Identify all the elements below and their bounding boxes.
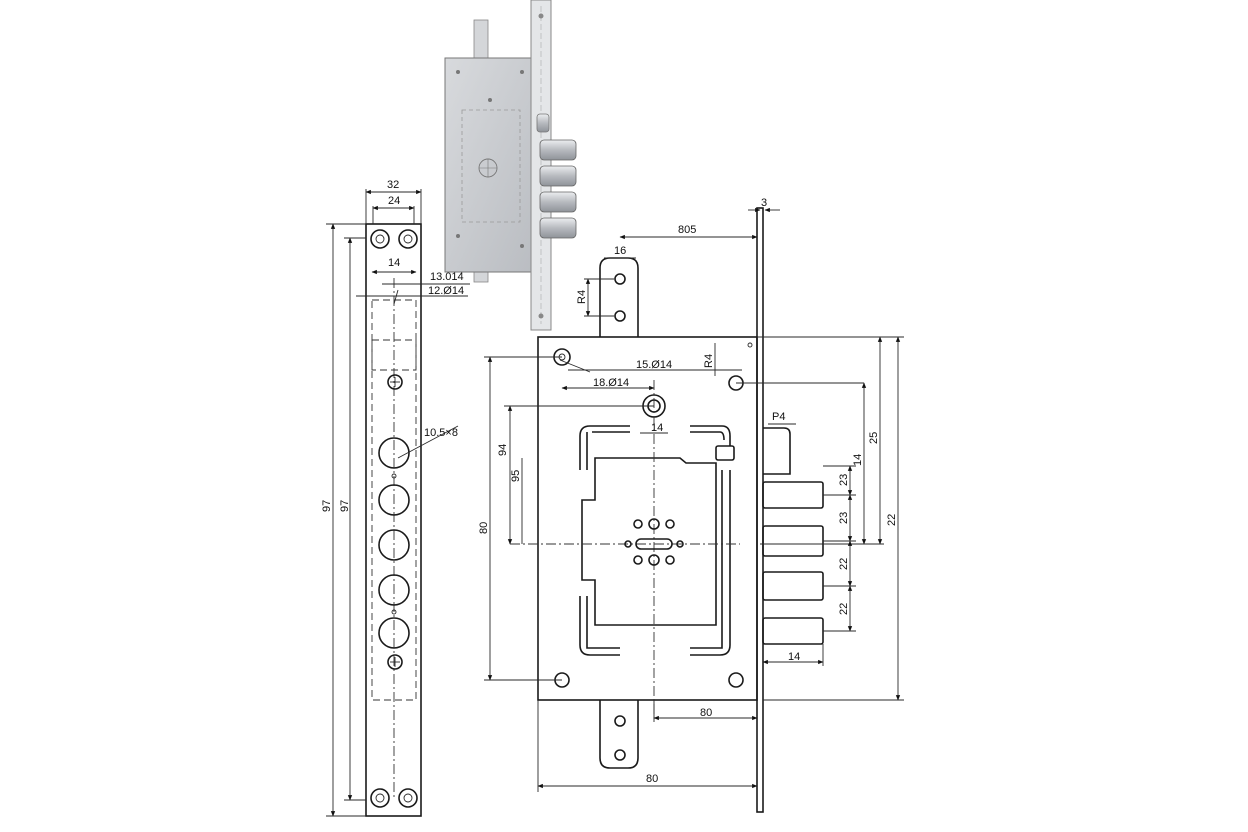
dim-bolt-23a: 23 bbox=[838, 474, 850, 486]
lock-3d-render bbox=[444, 0, 577, 331]
dim-bolt-22b: 22 bbox=[838, 603, 850, 615]
faceplate-bolt-hole-1 bbox=[378, 484, 410, 516]
dim-hole-15: 15.Ø14 bbox=[636, 359, 672, 371]
dim-backset-805: 805 bbox=[678, 224, 696, 236]
dim-faceplate-10: 10.5×8 bbox=[424, 427, 458, 439]
dim-bottom-total-80: 80 bbox=[646, 773, 658, 785]
faceplate-bolt-hole-4 bbox=[378, 617, 410, 649]
dim-left-94: 94 bbox=[497, 444, 509, 456]
dead-bolt-1 bbox=[762, 481, 824, 509]
forend-plate bbox=[756, 207, 764, 813]
dim-bottom-80: 80 bbox=[700, 707, 712, 719]
faceplate-cross-screw-bottom bbox=[387, 654, 403, 670]
dim-faceplate-24: 24 bbox=[388, 195, 400, 207]
dim-left-95: 95 bbox=[510, 470, 522, 482]
faceplate-screw-bl bbox=[370, 788, 390, 808]
dim-faceplate-32: 32 bbox=[387, 179, 399, 191]
dim-bolt-throw-14: 14 bbox=[788, 651, 800, 663]
dim-faceplate-14: 14 bbox=[388, 257, 400, 269]
dim-faceplate-97-outer: 97 bbox=[321, 500, 333, 512]
latch-bolt bbox=[763, 427, 791, 475]
lock-body-side-view: 3 805 16 R4 R4 15.Ø14 18.Ø14 14 94 95 80… bbox=[478, 197, 904, 813]
faceplate-front-view: 32 24 14 13.014 12.Ø14 10.5×8 97 97 bbox=[321, 179, 470, 817]
dim-faceplate-13: 13.014 bbox=[430, 271, 464, 283]
bottom-bracket bbox=[599, 700, 639, 769]
cylinder-hole-pattern bbox=[624, 518, 684, 566]
dim-right-14: 14 bbox=[852, 454, 864, 466]
faceplate-screw-tl bbox=[370, 229, 390, 249]
dim-left-80: 80 bbox=[478, 522, 490, 534]
dim-bracket-16: 16 bbox=[614, 245, 626, 257]
dim-hole-18: 18.Ø14 bbox=[593, 377, 629, 389]
cylinder-cutout bbox=[581, 457, 717, 626]
dim-r4-top: R4 bbox=[703, 354, 715, 368]
dead-bolt-4 bbox=[762, 617, 824, 645]
dead-bolt-2 bbox=[762, 525, 824, 557]
faceplate-cross-screw-top bbox=[387, 374, 403, 390]
dim-faceplate-97-inner: 97 bbox=[339, 500, 351, 512]
dim-forend-3: 3 bbox=[761, 197, 767, 209]
dim-r4-bracket: R4 bbox=[576, 290, 588, 304]
dim-bolt-23b: 23 bbox=[838, 512, 850, 524]
dim-right-22-total: 22 bbox=[886, 514, 898, 526]
dim-bolt-22a: 22 bbox=[838, 558, 850, 570]
faceplate-bolt-hole-3 bbox=[378, 574, 410, 606]
faceplate-screw-br bbox=[398, 788, 418, 808]
dim-latch-p4: P4 bbox=[772, 411, 785, 423]
dim-faceplate-12: 12.Ø14 bbox=[428, 285, 464, 297]
lock-case bbox=[537, 336, 758, 701]
faceplate-screw-tr bbox=[398, 229, 418, 249]
faceplate-bolt-hole-2 bbox=[378, 529, 410, 561]
faceplate-latch-hole bbox=[378, 437, 410, 469]
top-bracket bbox=[599, 257, 639, 337]
dead-bolt-3 bbox=[762, 571, 824, 601]
dim-right-25: 25 bbox=[868, 432, 880, 444]
dim-hub-14: 14 bbox=[651, 422, 663, 434]
